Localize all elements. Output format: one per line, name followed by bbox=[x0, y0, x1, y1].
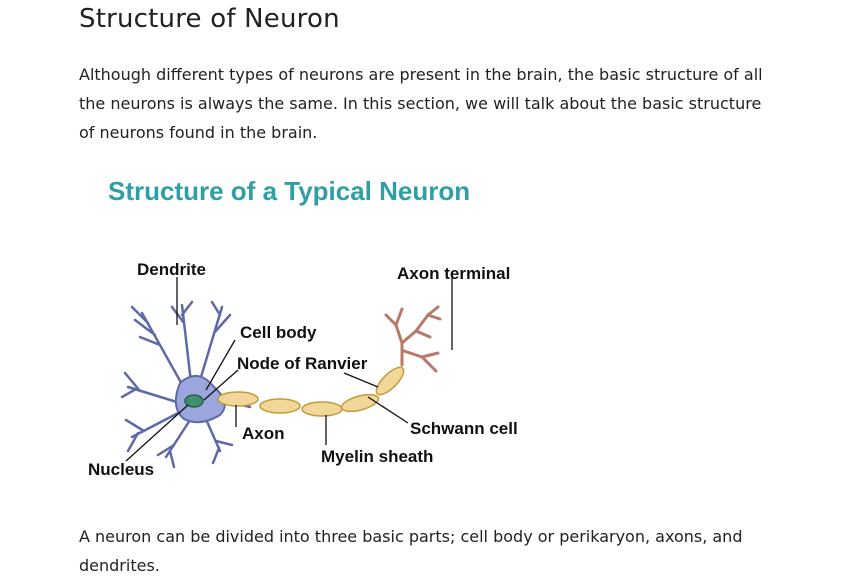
label-axon-terminal: Axon terminal bbox=[397, 264, 510, 283]
leader-lines bbox=[125, 277, 453, 462]
label-schwann-cell: Schwann cell bbox=[410, 419, 518, 438]
nucleus-shape bbox=[184, 394, 204, 408]
section-heading: Structure of Neuron bbox=[79, 4, 340, 34]
diagram-title: Structure of a Typical Neuron bbox=[108, 176, 470, 206]
outro-paragraph: A neuron can be divided into three basic… bbox=[79, 527, 743, 575]
label-cell-body: Cell body bbox=[240, 323, 317, 342]
myelin-segments bbox=[217, 366, 405, 417]
label-node-of-ranvier: Node of Ranvier bbox=[237, 354, 368, 373]
dendrites bbox=[120, 300, 252, 469]
neuron-diagram: Structure of a Typical Neuron bbox=[80, 165, 540, 490]
axon-terminal-shape bbox=[384, 305, 442, 373]
label-axon: Axon bbox=[242, 424, 285, 443]
intro-paragraph: Although different types of neurons are … bbox=[79, 65, 763, 142]
label-nucleus: Nucleus bbox=[88, 460, 154, 479]
label-myelin-sheath: Myelin sheath bbox=[321, 447, 433, 466]
label-dendrite: Dendrite bbox=[137, 260, 206, 279]
